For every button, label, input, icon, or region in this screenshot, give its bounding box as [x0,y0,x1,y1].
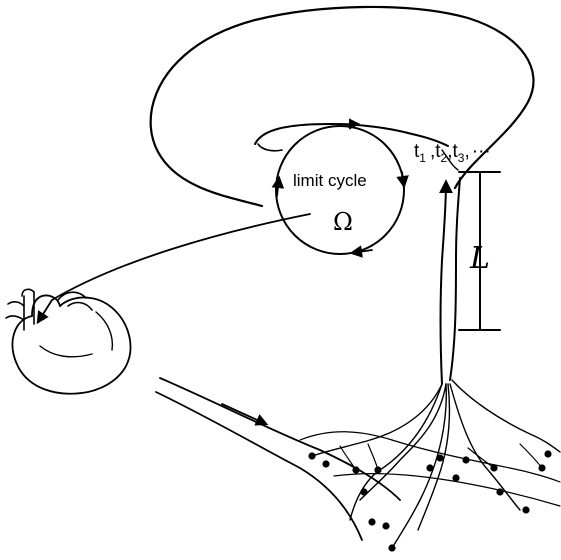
omega-label: Ω [333,208,353,236]
ellipsis: ··· [472,141,491,162]
spike-times-label: t1,t2,t3,··· [414,141,491,165]
cycle-to-heart-arrow [38,214,310,322]
t1-subscript: 1 [419,151,426,165]
heart-drawing [6,289,131,393]
comma-3: , [464,141,469,162]
afferent-nerve-arc [441,182,447,384]
nerve-branches [300,380,560,548]
delay-label: L [469,241,490,276]
limit-cycle-label: limit cycle [293,171,367,190]
afferent-nerve-outer [450,178,460,380]
svg-text:t1,t2,t3,···: t1,t2,t3,··· [414,141,491,165]
blood-vessel [156,378,400,540]
